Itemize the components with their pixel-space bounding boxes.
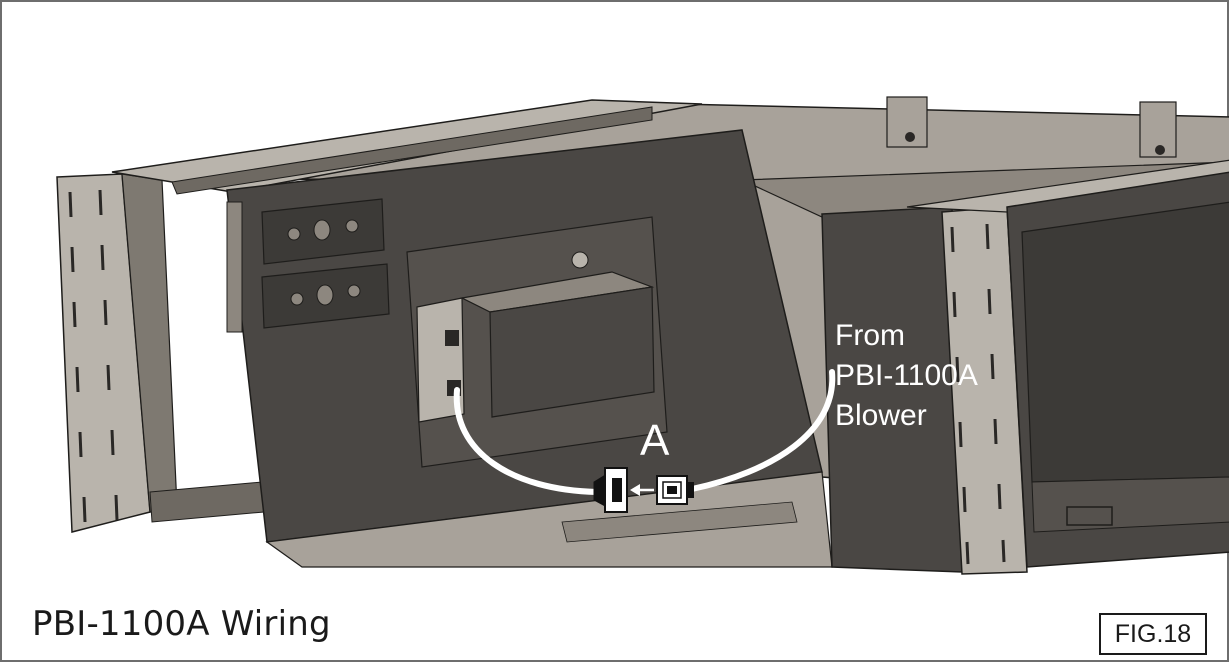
from-label-line-3: Blower — [835, 399, 927, 432]
from-label-line-1: From — [835, 319, 905, 352]
arrow-left-icon — [630, 484, 654, 496]
cable-left — [453, 387, 600, 495]
cable-right — [689, 369, 836, 492]
right-top-rail — [906, 159, 1229, 213]
connector-label: A — [640, 416, 670, 465]
from-blower-label: From PBI-1100A Blower — [835, 316, 978, 436]
indicator-plate-top — [261, 198, 385, 265]
right-rail-slots — [950, 223, 1006, 565]
from-label-line-2: PBI-1100A — [835, 359, 978, 392]
indicator-plate-bottom — [261, 263, 390, 329]
figure-caption: PBI-1100A Wiring — [32, 604, 331, 644]
figure-number: FIG.18 — [1099, 613, 1207, 655]
socket-icon — [656, 475, 694, 505]
component-box — [416, 271, 655, 423]
plug-icon — [593, 467, 628, 513]
left-rail-slots — [68, 189, 119, 523]
